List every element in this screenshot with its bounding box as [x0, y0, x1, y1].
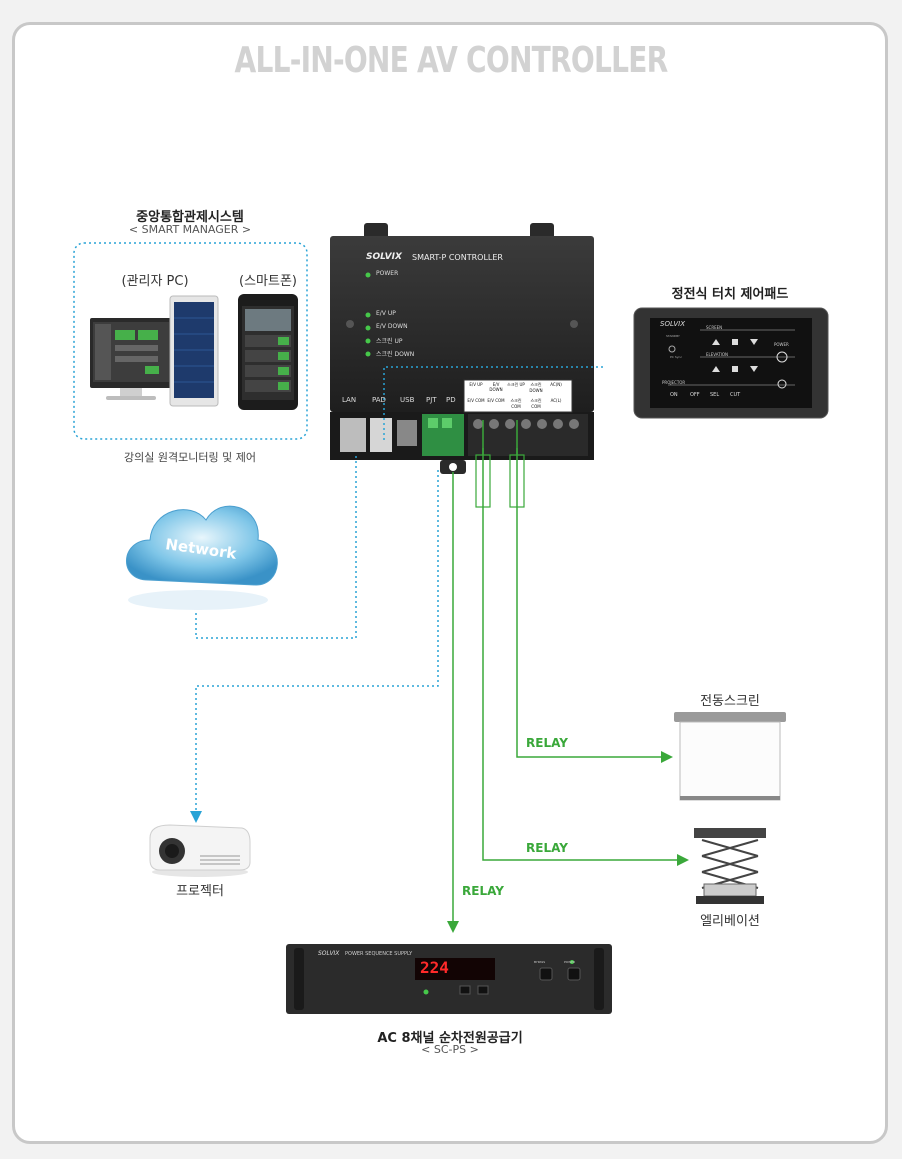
power-supply-label: AC 8채널 순차전원공급기 [377, 1031, 523, 1046]
diagram-title: ALL-IN-ONE AV CONTROLLER [234, 40, 669, 81]
controller-model: SMART-P CONTROLLER [412, 253, 503, 262]
projector-label: 프로젝터 [176, 884, 224, 899]
terminal-bottom-2: E/V COM [487, 398, 505, 403]
relay-line-screen [516, 448, 673, 763]
phone-label: (스마트폰) [239, 274, 297, 289]
terminal-top-2: E/V DOWN [489, 382, 503, 392]
smart-p-controller-image [330, 223, 594, 474]
indicator-ev-down: E/V DOWN [376, 323, 408, 330]
touch-pad-btn-sel: SEL [710, 392, 720, 398]
pc-label: (관리자 PC) [121, 274, 189, 289]
relay-label-power: RELAY [462, 884, 504, 898]
network-line-projector [190, 470, 439, 823]
network-line-lan [195, 456, 357, 639]
touch-pad-brand: SOLVIX [660, 320, 685, 328]
network-cloud-image [126, 505, 278, 610]
power-sequence-supply-image [286, 944, 612, 1014]
terminal-bottom-1: E/V COM [467, 398, 485, 403]
indicator-ev-up: E/V UP [376, 310, 396, 317]
touch-pad-pc-sync: PC Sync [670, 355, 683, 359]
pc-monitor-image [90, 318, 172, 400]
power-supply-display: 224 [420, 958, 449, 977]
touch-pad-btn-on: ON [670, 392, 678, 398]
relay-label-screen: RELAY [526, 736, 568, 750]
tablet-image [169, 295, 219, 407]
touch-pad-btn-off: OFF [690, 392, 700, 398]
power-supply-power-label: POWER [564, 960, 576, 964]
terminal-top-1: E/V UP [469, 382, 483, 387]
terminal-bottom-3: 스크린 COM [510, 398, 522, 409]
touch-pad-standby: STANDBY [666, 334, 680, 338]
port-usb: USB [400, 396, 415, 404]
controller-brand: SOLVIX [366, 252, 402, 262]
smart-manager-box [73, 242, 308, 440]
touch-pad-label: 정전식 터치 제어패드 [671, 287, 789, 302]
power-supply-brand: SOLVIX [318, 950, 340, 957]
power-supply-subtitle: < SC-PS > [421, 1043, 479, 1056]
projector-image [149, 824, 251, 877]
electric-screen-image [674, 712, 786, 801]
terminal-top-5: AC(N) [550, 382, 562, 387]
relay-line-elevation [482, 448, 689, 866]
elevation-lift-image [694, 828, 766, 904]
relay-label-elevation: RELAY [526, 841, 568, 855]
touch-pad-section-screen: SCREEN [706, 325, 723, 330]
electric-screen-label: 전동스크린 [700, 694, 760, 709]
smart-manager-caption: 강의실 원격모니터링 및 제어 [124, 451, 256, 464]
port-pad: PAD [372, 396, 386, 404]
port-pd: PD [446, 396, 456, 404]
touch-pad-section-elevation: ELEVATION [706, 352, 728, 357]
touch-pad-btn-cut: CUT [730, 392, 741, 398]
touch-pad-section-projector: PROJECTOR [662, 380, 686, 385]
terminal-bottom-5: AC(L) [550, 398, 562, 403]
terminal-top-3: 스크린 UP [507, 382, 525, 387]
indicator-screen-down: 스크린 DOWN [376, 351, 415, 358]
touch-pad-power-label: POWER [774, 342, 789, 347]
terminal-top-4: 스크린 DOWN [529, 382, 543, 393]
terminal-bottom-4: 스크린 COM [530, 398, 542, 409]
power-supply-bypass-label: BYPASS [534, 960, 546, 964]
elevation-label: 엘리베이션 [700, 914, 760, 929]
indicator-power: POWER [376, 270, 399, 277]
indicator-screen-up: 스크린 UP [376, 338, 403, 345]
touch-pad-image [633, 307, 829, 419]
smart-manager-subtitle: < SMART MANAGER > [128, 223, 252, 236]
port-lan: LAN [342, 396, 357, 404]
power-supply-model: POWER SEQUENCE SUPPLY [345, 951, 413, 957]
smart-manager-title: 중앙통합관제시스템 [136, 210, 244, 225]
port-pjt: PJT [426, 396, 437, 404]
smartphone-image [238, 294, 298, 410]
